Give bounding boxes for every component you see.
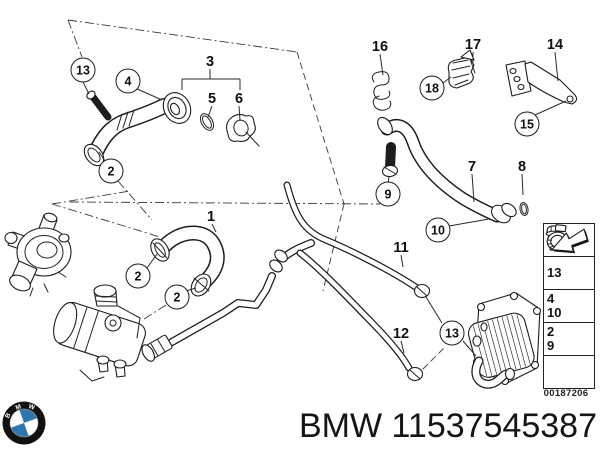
part-label-17: 17 [464,37,482,53]
part-label-8: 8 [517,159,527,175]
part-label-1: 1 [206,209,216,225]
water-pump [53,284,146,382]
o-ring-8 [519,202,529,216]
callout-circle-2-upper: 2 [98,158,124,184]
bmw-logo-letter: W [27,403,36,412]
flange-fitting [162,92,192,124]
part-label-14: 14 [546,37,564,53]
part-label-5: 5 [207,91,217,107]
part-label-3: 3 [205,54,215,70]
part-number-title: BMW 11537545387 [298,407,597,445]
oil-cooler [467,291,542,389]
callout-circle-10: 10 [425,217,451,243]
part-label-6: 6 [234,91,244,107]
legend-row-13: 13 [544,224,594,289]
legend-number: 9 [547,338,555,353]
callout-circle-13-upper: 13 [70,57,96,83]
leader-lines [82,51,567,357]
y-hose-assembly [141,239,315,362]
pipe-11 [283,181,431,299]
gasket-6 [225,113,260,147]
legend-number: 10 [547,305,562,320]
hose-7 [377,116,517,224]
legend-number: 2 [547,324,555,339]
doc-number: 00187206 [543,388,589,399]
legend-row-2-9: 2 9 [544,224,594,355]
callout-circle-13-lower: 13 [439,320,465,346]
bmw-logo: B M W [2,401,46,445]
legend-number: 13 [547,265,562,280]
fastener-legend-table: 18 13 [543,223,595,389]
upper-elbow-hose [83,90,172,167]
callout-circle-4: 4 [115,68,141,94]
support-bracket-14 [505,60,578,105]
legend-number: 4 [547,291,555,306]
quick-connector [141,334,173,362]
o-ring-5 [199,113,215,131]
legend-row-4-10: 4 10 [544,225,594,322]
clamp-bracket-17 [447,49,476,89]
callout-circle-15: 15 [514,111,540,137]
part-label-12: 12 [392,326,410,342]
thermostat-assembly [4,212,72,297]
retainer-clip-16 [371,71,392,111]
part-label-16: 16 [371,39,389,55]
callout-circle-18: 18 [419,75,445,101]
callout-circle-9: 9 [375,181,401,207]
bmw-logo-letter: M [15,403,22,411]
part-label-11: 11 [393,240,409,256]
callout-circle-2-mid: 2 [125,263,151,289]
u-hose-part-1 [150,225,225,297]
bmw-logo-letter: B [4,412,13,420]
part-label-7: 7 [467,159,477,175]
construction-lines [51,19,447,370]
callout-circle-2-lower: 2 [164,284,190,310]
legend-row-arrow [544,228,594,388]
pipe-12 [296,249,424,382]
